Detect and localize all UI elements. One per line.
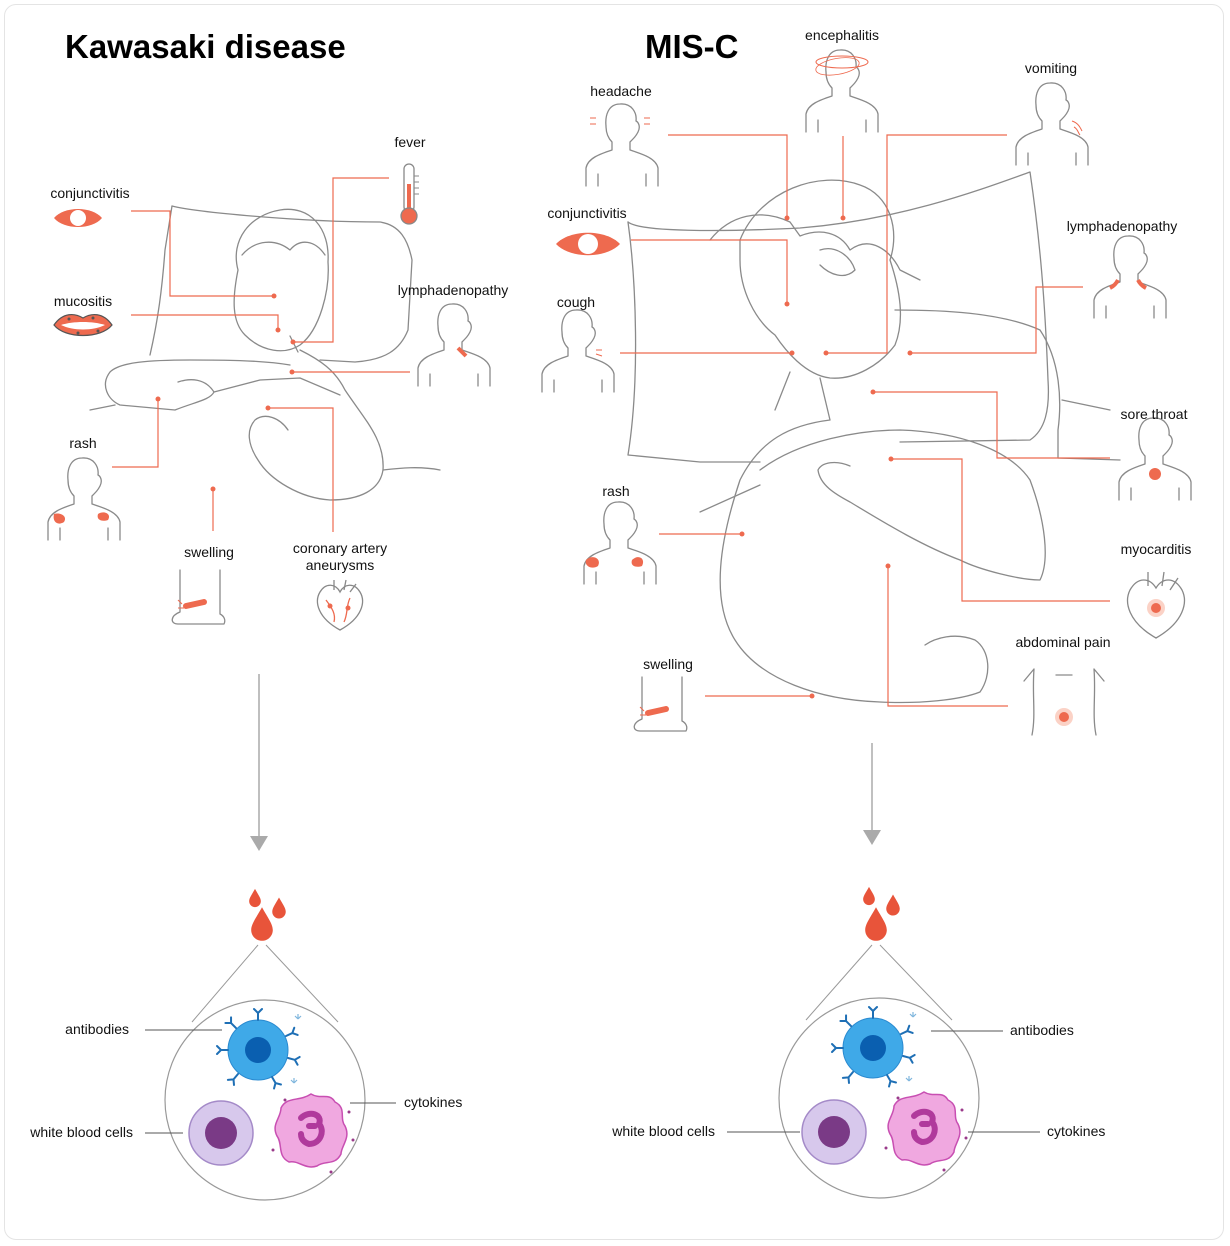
misc-label-sore-throat: sore throat [1120,406,1188,422]
kawasaki-label-cytokines: cytokines [404,1094,463,1110]
misc-leader-lines [620,134,1110,707]
misc-label-abdominal-pain: abdominal pain [1015,634,1111,650]
blood-drop-icon [863,886,900,941]
misc-teen-figure [627,171,1121,704]
arrow-down-icon [250,674,268,851]
kawasaki-title: Kawasaki disease [65,28,346,65]
person-bust-icon [541,309,615,393]
person-bust-icon [1015,82,1089,166]
kawasaki-label-rash: rash [69,435,97,451]
misc-title: MIS-C [645,28,739,65]
person-bust-icon [47,457,121,541]
misc-label-lymphadenopathy: lymphadenopathy [1066,218,1178,234]
kawasaki-label-coronary-2: aneurysms [305,557,375,573]
kawasaki-label-conjunctivitis: conjunctivitis [50,185,130,201]
misc-label-conjunctivitis: conjunctivitis [547,205,627,221]
kawasaki-blood-leader-lines [145,1029,396,1134]
antibody-cell-icon [216,1008,302,1090]
misc-label-antibodies: antibodies [1010,1022,1074,1038]
arrow-down-icon [863,743,881,845]
blood-drop-icon [249,888,286,941]
misc-label-myocarditis: myocarditis [1120,541,1192,557]
torso-icon [1023,668,1105,736]
frame-border [4,4,1224,1240]
misc-label-swelling: swelling [643,656,693,672]
kawasaki-label-fever: fever [394,134,426,150]
foot-icon [171,569,226,625]
person-bust-icon [417,303,491,387]
misc-label-headache: headache [590,83,652,99]
kawasaki-label-swelling: swelling [184,544,234,560]
antibody-cell-icon [831,1006,917,1088]
kawasaki-label-white-blood-cells: white blood cells [30,1124,133,1140]
cytokine-cell-icon [884,1091,968,1172]
person-bust-icon [1118,417,1192,501]
kawasaki-label-coronary-1: coronary artery [292,540,388,556]
eye-icon [54,209,102,227]
person-bust-icon [583,501,657,585]
misc-label-vomiting: vomiting [1024,60,1078,76]
kawasaki-child-figure [89,205,441,501]
heart-icon [1126,571,1186,639]
kawasaki-label-lymphadenopathy: lymphadenopathy [397,282,509,298]
thermometer-icon [400,163,419,225]
misc-label-cough: cough [556,294,596,310]
foot-icon [633,676,688,732]
cytokine-cell-icon [271,1093,355,1174]
person-bust-icon [585,103,659,187]
white-blood-cell-icon [188,1100,254,1166]
lips-icon [53,313,113,336]
heart-icon [316,579,364,631]
misc-label-rash: rash [602,483,630,499]
person-bust-icon [1093,235,1167,319]
misc-blood-leader-lines [727,1030,1040,1133]
kawasaki-label-antibodies: antibodies [65,1021,129,1037]
misc-label-encephalitis: encephalitis [805,27,879,43]
person-bust-icon [805,49,879,133]
misc-label-white-blood-cells: white blood cells [612,1123,715,1139]
white-blood-cell-icon [801,1099,867,1165]
misc-label-cytokines: cytokines [1047,1123,1106,1139]
eye-icon [556,232,620,256]
kawasaki-leader-lines [112,177,410,532]
kawasaki-label-mucositis: mucositis [53,293,113,309]
